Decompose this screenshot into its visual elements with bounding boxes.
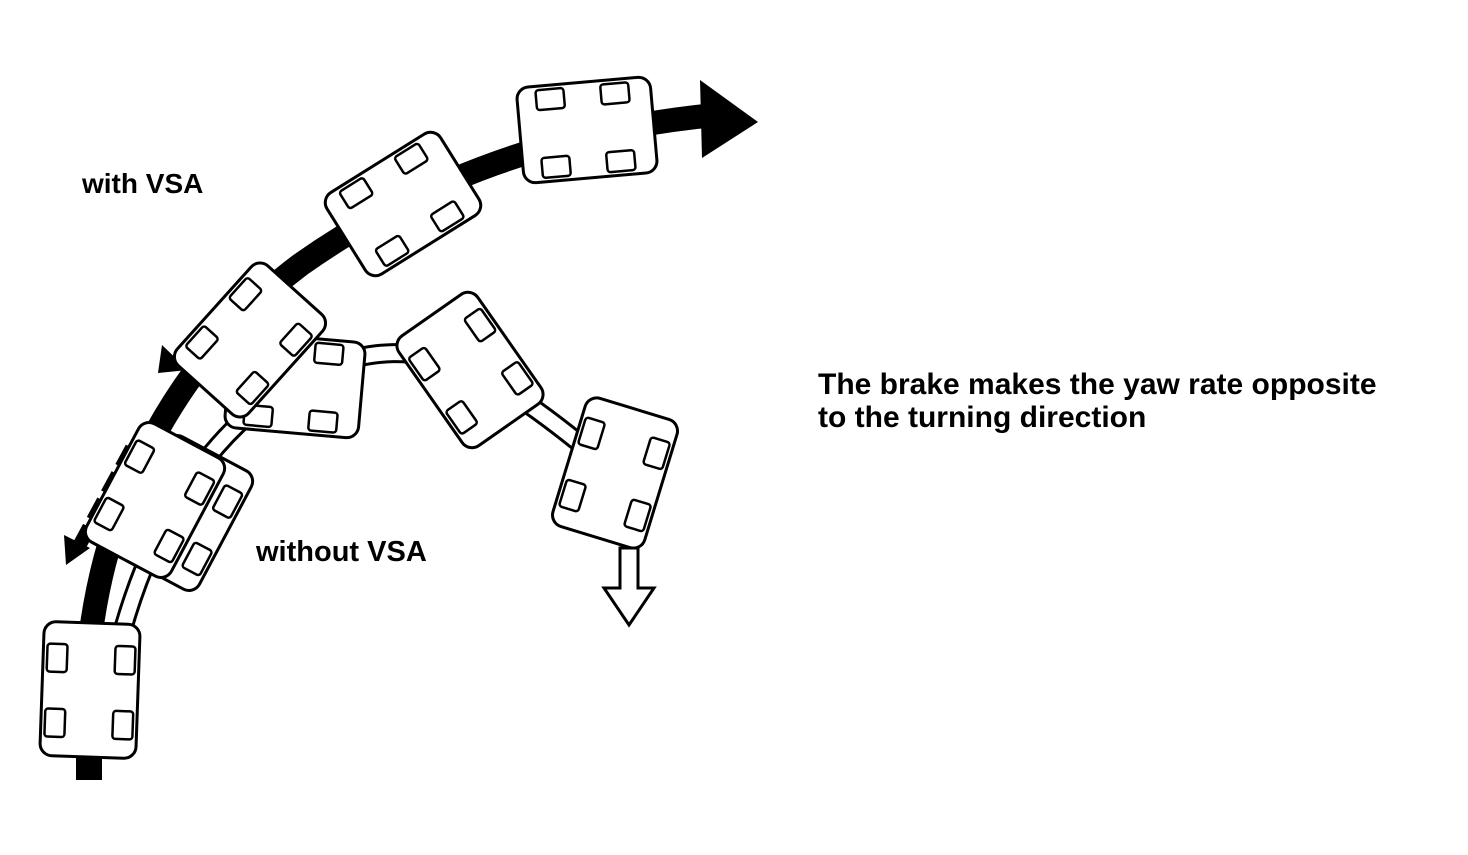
car-with-vsa-1: [83, 421, 227, 579]
with-vsa-label: with VSA: [82, 168, 204, 199]
caption-line-1: The brake makes the yaw rate opposite: [818, 368, 1377, 401]
car-with-vsa-4: [515, 75, 659, 185]
car-with-vsa-2: [172, 261, 328, 419]
without-vsa-label: without VSA: [256, 536, 427, 568]
car-start: [38, 620, 142, 760]
arrow-down-left-icon: [64, 535, 90, 565]
car-without-vsa-4: [550, 396, 680, 550]
caption: The brake makes the yaw rate opposite to…: [818, 368, 1377, 434]
arrow-down-outline-icon: [601, 546, 657, 628]
car-without-vsa-3: [395, 290, 545, 450]
with-vsa-arrowhead: [700, 80, 758, 158]
caption-line-2: to the turning direction: [818, 401, 1147, 434]
car-with-vsa-3: [323, 130, 483, 278]
